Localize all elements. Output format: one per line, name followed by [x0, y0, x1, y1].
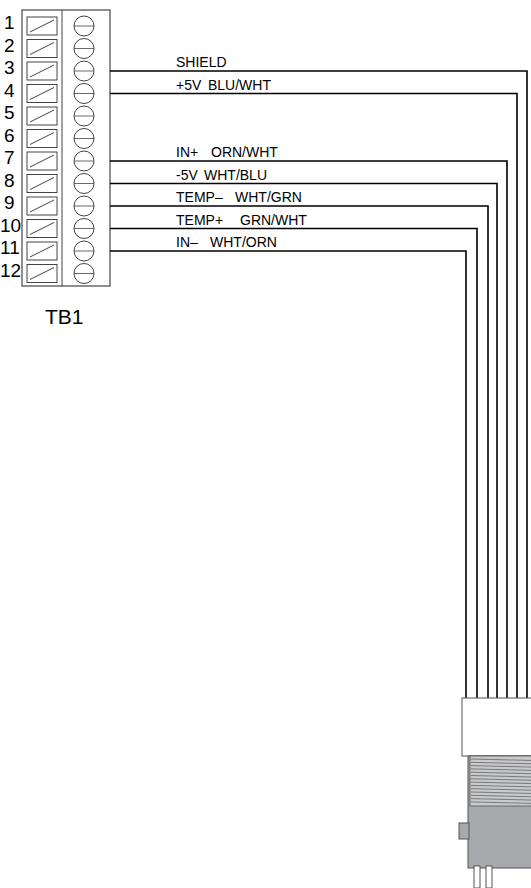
signal-name: TEMP– — [176, 190, 223, 204]
sensor-housing — [468, 756, 531, 868]
terminal — [27, 129, 94, 149]
terminal — [27, 264, 94, 284]
screw-thread — [471, 759, 531, 803]
thread-band — [470, 756, 531, 806]
signal-name: BLU/WHT — [208, 78, 271, 92]
pin-number: 6 — [4, 126, 15, 145]
terminal-block-body — [22, 10, 110, 286]
sensor-body — [459, 698, 531, 888]
signal-name: WHT/BLU — [204, 168, 267, 182]
signal-name: IN+ — [176, 145, 198, 159]
terminal — [27, 196, 94, 216]
terminal — [27, 219, 94, 239]
pin-number: 4 — [4, 81, 15, 100]
pin-number: 7 — [4, 148, 15, 167]
wire — [110, 94, 517, 699]
terminal-block — [22, 10, 110, 286]
pin-number: 10 — [0, 216, 21, 235]
signal-name: +5V — [176, 78, 201, 92]
pin-number: 2 — [4, 36, 15, 55]
terminal — [27, 16, 94, 36]
shield-wire — [110, 71, 527, 698]
terminal — [27, 106, 94, 126]
block-divider — [62, 10, 63, 286]
terminal — [27, 39, 94, 59]
signal-name: -5V — [176, 168, 198, 182]
pin-number: 5 — [4, 103, 15, 122]
signal-name: WHT/ORN — [210, 235, 277, 249]
pin-number: 11 — [0, 238, 20, 257]
wire — [110, 206, 488, 698]
signal-name: IN– — [176, 235, 198, 249]
part-name: TB1 — [45, 306, 84, 327]
pin-number: 8 — [4, 171, 15, 190]
pin-number: 9 — [4, 193, 15, 212]
wire — [110, 251, 466, 698]
connector-sleeve — [462, 698, 531, 756]
terminal — [27, 151, 94, 171]
signal-name: ORN/WHT — [211, 145, 278, 159]
signal-name: SHIELD — [176, 55, 227, 69]
terminal — [27, 61, 94, 81]
sensor-pin — [486, 866, 492, 888]
wires — [110, 71, 527, 698]
pin-number: 12 — [0, 261, 21, 280]
terminal — [27, 174, 94, 194]
terminal — [27, 241, 94, 261]
wire — [110, 161, 507, 698]
wire — [110, 229, 477, 699]
signal-name: WHT/GRN — [235, 190, 302, 204]
key-tab — [459, 823, 469, 839]
terminal — [27, 84, 94, 104]
sensor-pin — [474, 866, 480, 888]
signal-name: TEMP+ — [176, 213, 223, 227]
pin-number: 1 — [4, 13, 15, 32]
wire — [110, 184, 497, 699]
pin-number: 3 — [4, 58, 15, 77]
signal-name: GRN/WHT — [240, 213, 307, 227]
